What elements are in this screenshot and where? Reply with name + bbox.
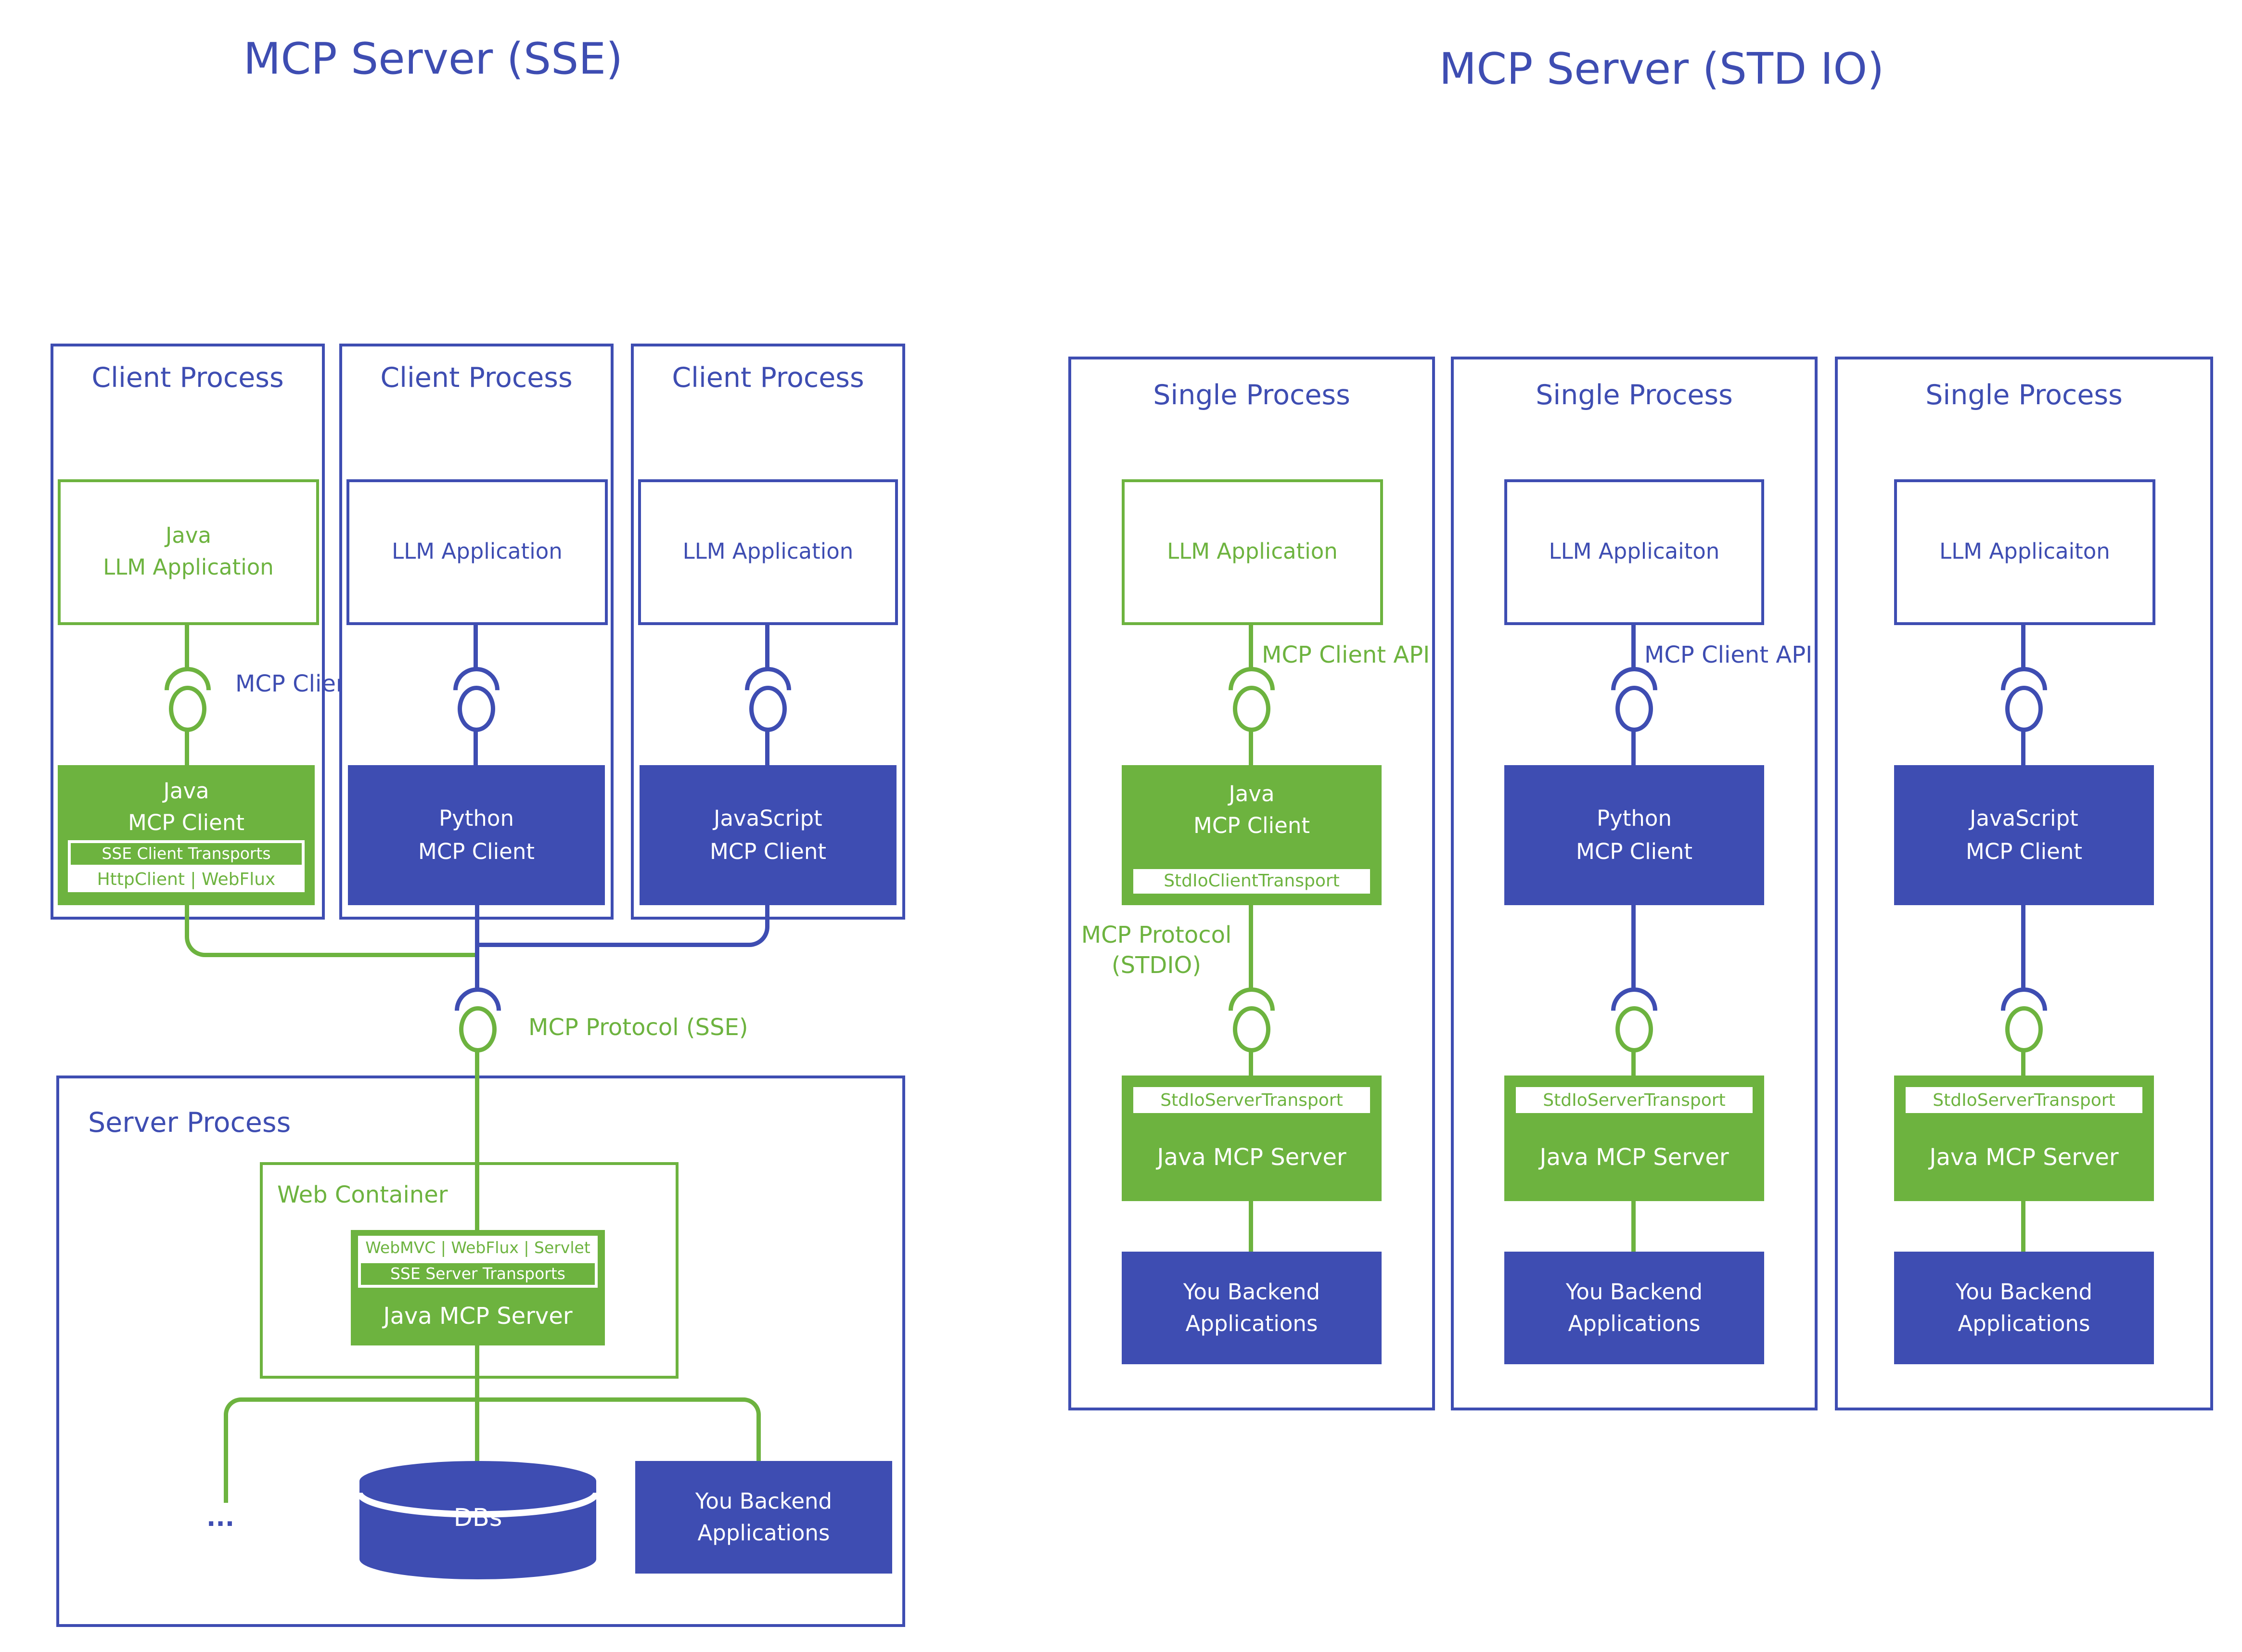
java-mcp-server-box: StdIoServerTransport Java MCP Server — [1122, 1076, 1382, 1201]
client-process-title: Client Process — [380, 362, 573, 394]
sse-server-transports-strip: SSE Server Transports — [358, 1260, 598, 1288]
stdio-client-transport-strip: StdIoClientTransport — [1133, 869, 1370, 894]
connector-line — [475, 1400, 479, 1464]
connector-branch — [224, 1397, 761, 1418]
connector-line — [765, 729, 769, 765]
database-cylinder-icon — [355, 1458, 601, 1585]
connector-elbow — [476, 905, 769, 947]
connector-line — [224, 1416, 228, 1503]
connector-line — [765, 625, 769, 668]
java-mcp-client-label: Java MCP Client — [128, 778, 244, 836]
connector-line — [1249, 729, 1253, 765]
java-mcp-server-label: Java MCP Server — [383, 1302, 573, 1330]
connector-line — [1631, 1050, 1636, 1076]
dbs-label: DBs — [453, 1504, 502, 1533]
java-mcp-client-box: Java MCP Client SSE Client Transports Ht… — [58, 765, 315, 905]
connector-line — [1631, 729, 1636, 765]
connector-line — [474, 625, 478, 668]
stdio-server-transport-strip: StdIoServerTransport — [1133, 1087, 1370, 1113]
single-process-title: Single Process — [1536, 380, 1733, 411]
web-container-box — [260, 1162, 679, 1379]
connector-line — [475, 1345, 479, 1397]
interface-socket-icon — [1991, 657, 2057, 732]
java-llm-application-box: Java LLM Application — [58, 479, 319, 625]
java-mcp-client-box: Java MCP Client StdIoClientTransport — [1122, 765, 1382, 905]
mcp-protocol-stdio-label: MCP Protocol (STDIO) — [1081, 921, 1232, 979]
connector-line — [1249, 1201, 1253, 1252]
stdio-diagram-title: MCP Server (STD IO) — [1439, 45, 1884, 95]
sse-client-transports-strip: SSE Client Transports — [68, 840, 305, 868]
connector-line — [475, 1050, 479, 1076]
javascript-mcp-client-box: JavaScript MCP Client — [1894, 765, 2154, 905]
interface-socket-icon — [1219, 657, 1284, 732]
connector-line — [474, 729, 478, 765]
connector-line — [185, 729, 189, 765]
server-process-title: Server Process — [88, 1107, 291, 1139]
web-container-title: Web Container — [277, 1181, 448, 1208]
single-process-title: Single Process — [1153, 380, 1350, 411]
llm-application-box: LLM Applicaiton — [1894, 479, 2155, 625]
llm-application-box: LLM Application — [1122, 479, 1383, 625]
interface-socket-icon — [1991, 978, 2057, 1052]
connector-line — [2021, 905, 2025, 990]
connector-line — [185, 625, 189, 668]
frameworks-strip: WebMVC | WebFlux | Servlet — [358, 1236, 598, 1260]
stdio-server-transport-strip: StdIoServerTransport — [1516, 1087, 1753, 1113]
connector-line — [475, 1076, 479, 1230]
llm-application-box: LLM Application — [638, 479, 898, 625]
interface-socket-icon — [1219, 978, 1284, 1052]
java-mcp-client-label: Java MCP Client — [1193, 781, 1310, 839]
connector-line — [756, 1416, 761, 1461]
stdio-server-transport-strip: StdIoServerTransport — [1906, 1087, 2142, 1113]
backend-applications-box: You Backend Applications — [1894, 1252, 2154, 1364]
interface-socket-icon — [1601, 978, 1667, 1052]
interface-socket-icon — [735, 657, 801, 732]
java-mcp-server-label: Java MCP Server — [1539, 1143, 1729, 1171]
mcp-protocol-sse-label: MCP Protocol (SSE) — [528, 1013, 748, 1041]
client-process-title: Client Process — [672, 362, 864, 394]
javascript-mcp-client-box: JavaScript MCP Client — [640, 765, 897, 905]
llm-application-box: LLM Applicaiton — [1504, 479, 1764, 625]
mcp-client-api-label: MCP Client API — [1644, 641, 1813, 668]
connector-line — [1249, 625, 1253, 668]
java-mcp-server-label: Java MCP Server — [1157, 1143, 1346, 1171]
connector-line — [2021, 625, 2025, 668]
python-mcp-client-box: Python MCP Client — [1504, 765, 1764, 905]
connector-line — [1631, 905, 1636, 990]
mcp-client-api-label: MCP Client API — [1262, 641, 1430, 668]
connector-line — [2021, 1050, 2025, 1076]
connector-line — [2021, 1201, 2025, 1252]
client-process-title: Client Process — [91, 362, 284, 394]
connector-line — [1249, 1050, 1253, 1076]
connector-elbow — [185, 905, 479, 957]
interface-socket-icon — [1601, 657, 1667, 732]
backend-applications-box: You Backend Applications — [1122, 1252, 1382, 1364]
java-mcp-server-label: Java MCP Server — [1929, 1143, 2119, 1171]
java-mcp-server-box: StdIoServerTransport Java MCP Server — [1504, 1076, 1764, 1201]
connector-line — [1249, 905, 1253, 990]
httpclient-webflux-strip: HttpClient | WebFlux — [68, 868, 305, 892]
python-mcp-client-box: Python MCP Client — [348, 765, 605, 905]
java-mcp-server-box: StdIoServerTransport Java MCP Server — [1894, 1076, 2154, 1201]
backend-applications-box: You Backend Applications — [1504, 1252, 1764, 1364]
ellipsis-label: ... — [206, 1504, 235, 1533]
java-mcp-server-box: WebMVC | WebFlux | Servlet SSE Server Tr… — [351, 1230, 605, 1345]
connector-line — [1631, 1201, 1636, 1252]
interface-socket-icon — [445, 978, 511, 1052]
backend-applications-box: You Backend Applications — [635, 1461, 892, 1574]
sse-diagram-title: MCP Server (SSE) — [243, 35, 623, 85]
connector-line — [1631, 625, 1636, 668]
interface-socket-icon — [444, 657, 509, 732]
single-process-title: Single Process — [1925, 380, 2123, 411]
connector-line — [2021, 729, 2025, 765]
connector-line — [475, 905, 479, 990]
interface-socket-icon — [155, 657, 220, 732]
llm-application-box: LLM Application — [346, 479, 608, 625]
